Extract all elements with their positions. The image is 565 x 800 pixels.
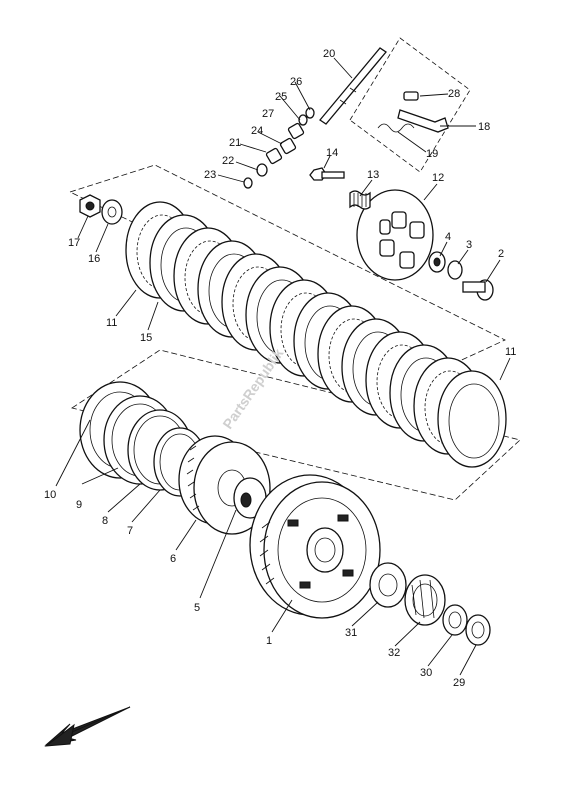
needle-bearing [404, 574, 446, 626]
callout-25: 25 [275, 91, 287, 103]
callout-12: 12 [432, 172, 444, 184]
callout-29: 29 [453, 677, 465, 689]
callout-17: 17 [68, 237, 80, 249]
lock-washer [233, 477, 267, 519]
group-outline-lower [71, 349, 521, 501]
callout-6: 6 [170, 553, 176, 565]
group-outline-pushrod [349, 37, 471, 173]
callout-31: 31 [345, 627, 357, 639]
thrust-washer [465, 614, 491, 646]
pressure-plate [356, 189, 434, 281]
callout-14: 14 [326, 147, 338, 159]
callout-13: 13 [367, 169, 379, 181]
callout-16: 16 [88, 253, 100, 265]
callout-27: 27 [262, 108, 274, 120]
cushion-plates [79, 381, 207, 497]
callout-28: 28 [448, 88, 460, 100]
clutch-bolt [309, 167, 345, 181]
front-direction-arrow-icon [44, 706, 131, 747]
callout-4: 4 [445, 231, 451, 243]
callout-23: 23 [204, 169, 216, 181]
push-rod [319, 47, 387, 125]
callout-7: 7 [127, 525, 133, 537]
push-rod-end [462, 279, 494, 301]
watermark-text: PartsRepublik [219, 345, 286, 431]
callout-5: 5 [194, 602, 200, 614]
callout-8: 8 [102, 515, 108, 527]
callout-11-right: 11 [505, 346, 516, 358]
bearing [369, 562, 407, 608]
callout-22: 22 [222, 155, 234, 167]
callout-30: 30 [420, 667, 432, 679]
callout-2: 2 [498, 248, 504, 260]
clutch-nut [79, 194, 101, 218]
washer-4 [428, 251, 446, 273]
clutch-plate-stack [125, 201, 507, 468]
callout-19: 19 [426, 148, 438, 160]
push-rod-small-parts [243, 107, 315, 189]
callout-26: 26 [290, 76, 302, 88]
push-lever-assembly [377, 91, 449, 133]
steel-plate [437, 370, 507, 468]
plate-inner-teeth [448, 383, 500, 459]
callout-15: 15 [140, 332, 152, 344]
nut-3 [447, 260, 463, 280]
callout-24: 24 [251, 125, 263, 137]
callout-32: 32 [388, 647, 400, 659]
lock-washer-16 [101, 199, 123, 225]
clutch-housing [249, 474, 381, 619]
callout-3: 3 [466, 239, 472, 251]
leader-lines [55, 57, 511, 676]
collar [442, 604, 468, 636]
callout-labels: 1 2 3 4 5 6 7 8 9 10 11 11 12 13 14 15 1… [44, 48, 516, 689]
callout-11-left: 11 [106, 317, 117, 329]
clutch-spring [349, 190, 371, 210]
callout-18: 18 [478, 121, 490, 133]
callout-21: 21 [229, 137, 241, 149]
callout-10: 10 [44, 489, 56, 501]
callout-20: 20 [323, 48, 335, 60]
callout-1: 1 [266, 635, 272, 647]
callout-9: 9 [76, 499, 82, 511]
